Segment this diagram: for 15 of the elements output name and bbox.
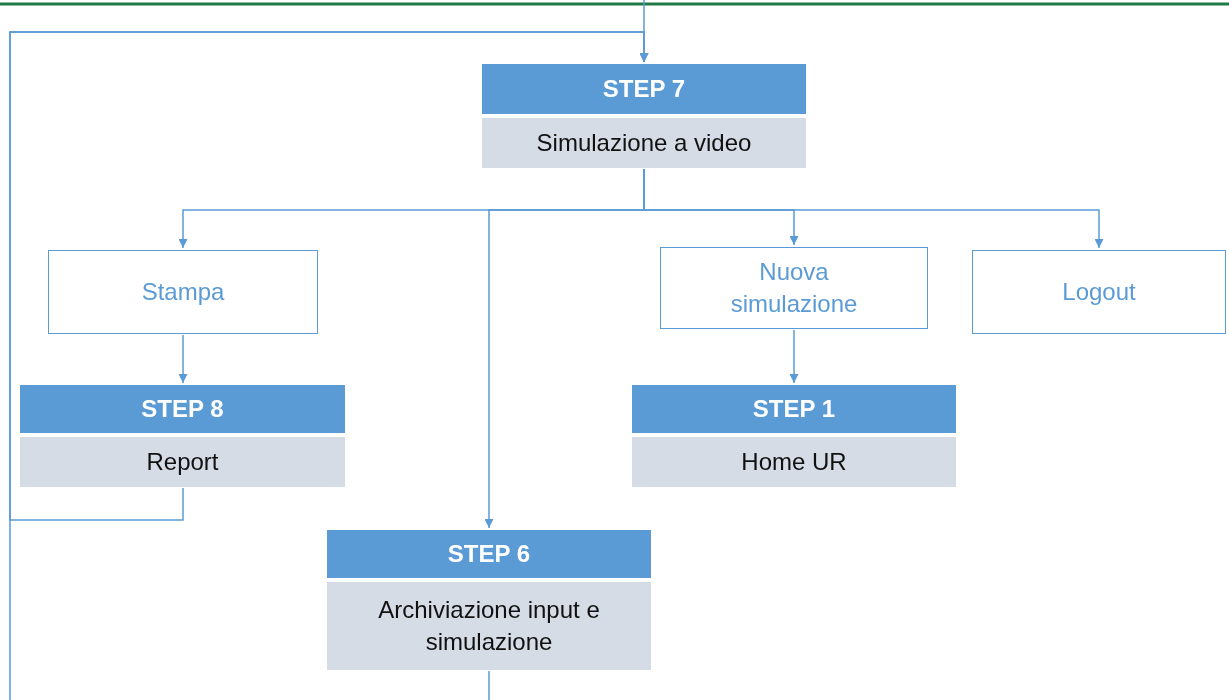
step-label: Archiviazione input e simulazione	[327, 582, 651, 670]
option-box: Logout	[972, 250, 1226, 334]
arrow	[789, 329, 799, 384]
step-label: Home UR	[632, 437, 956, 487]
arrow	[9, 31, 649, 700]
arrow	[178, 334, 188, 384]
step-header: STEP 6	[327, 530, 651, 578]
connector-line	[488, 670, 490, 700]
step-label: Simulazione a video	[482, 118, 806, 168]
step-header: STEP 7	[482, 64, 806, 114]
step-header: STEP 8	[20, 385, 345, 433]
step-header: STEP 1	[632, 385, 956, 433]
step-label: Report	[20, 437, 345, 487]
option-box: Stampa	[48, 250, 318, 334]
option-box: Nuova simulazione	[660, 247, 928, 329]
